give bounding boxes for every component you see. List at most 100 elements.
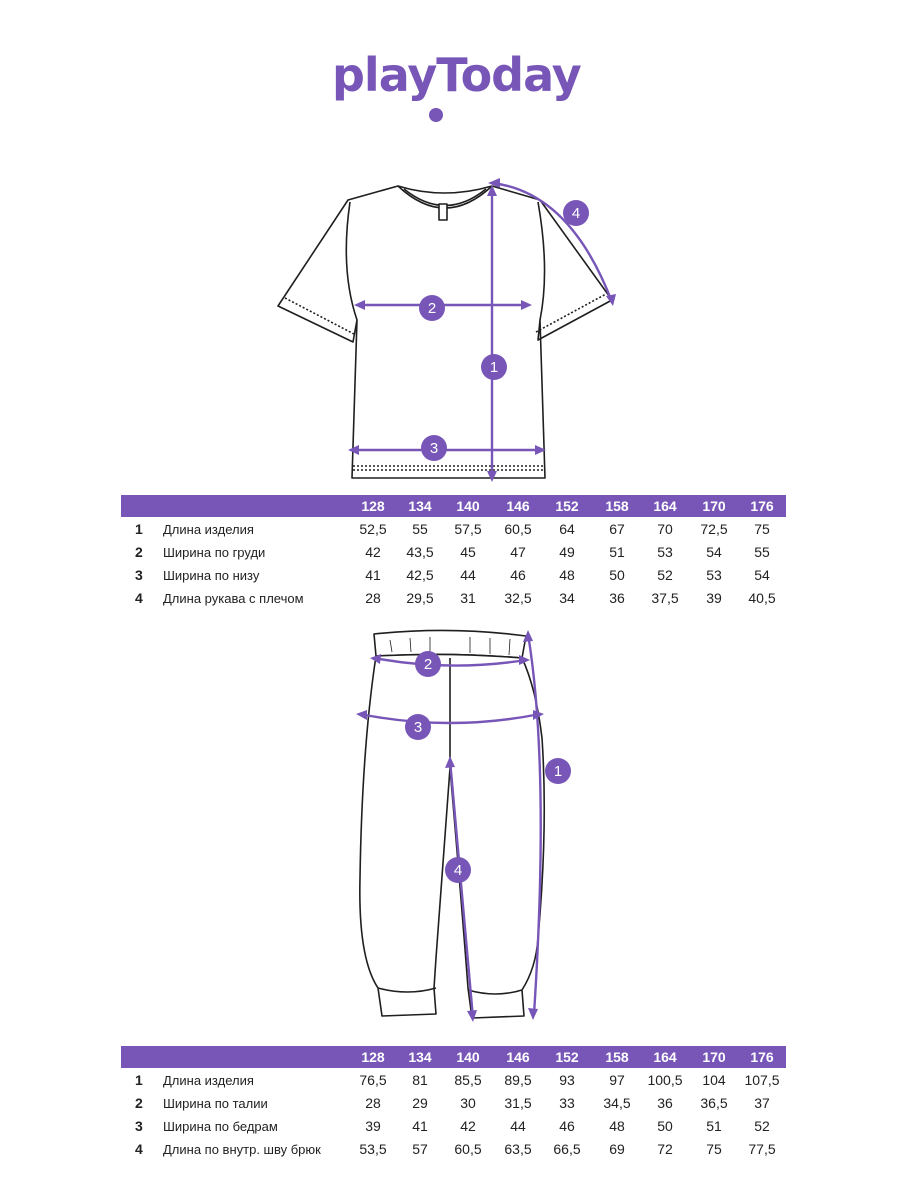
table-cell: 44 — [460, 567, 476, 583]
pants-outline — [359, 653, 546, 1019]
row-number: 4 — [135, 590, 143, 606]
table-cell: 34 — [559, 590, 575, 606]
table-cell: 49 — [559, 544, 575, 560]
pants-markers: 1 2 3 4 — [405, 651, 571, 883]
table-cell: 60,5 — [454, 1141, 482, 1157]
pants-marker-3: 3 — [414, 719, 422, 736]
size-col: 164 — [653, 498, 677, 514]
table-cell: 75 — [754, 521, 770, 537]
table-cell: 36 — [657, 1095, 673, 1111]
table-cell: 52 — [657, 567, 673, 583]
row-number: 3 — [135, 567, 143, 583]
size-col: 158 — [605, 1049, 629, 1065]
table-cell: 37 — [754, 1095, 770, 1111]
table-cell: 57 — [412, 1141, 428, 1157]
table-cell: 41 — [365, 567, 381, 583]
table-cell: 55 — [412, 521, 428, 537]
table-cell: 50 — [609, 567, 625, 583]
table-cell: 28 — [365, 1095, 381, 1111]
table-cell: 100,5 — [647, 1072, 683, 1088]
row-number: 2 — [135, 544, 143, 560]
table-cell: 40,5 — [748, 590, 776, 606]
table-cell: 57,5 — [454, 521, 482, 537]
table-cell: 85,5 — [454, 1072, 482, 1088]
row-label: Длина изделия — [163, 1073, 254, 1088]
tshirt-marker-1: 1 — [490, 359, 498, 376]
row-number: 3 — [135, 1118, 143, 1134]
table-cell: 53 — [706, 567, 722, 583]
table-cell: 46 — [510, 567, 526, 583]
table-cell: 70 — [657, 521, 673, 537]
row-number: 1 — [135, 521, 143, 537]
table-cell: 52,5 — [359, 521, 387, 537]
logo-dot — [429, 108, 443, 122]
table-row: 4 Длина по внутр. шву брюк 53,5 57 60,5 63,5 6… — [121, 1137, 786, 1160]
tshirt-marker-4: 4 — [572, 205, 580, 222]
row-label: Ширина по груди — [163, 545, 266, 560]
size-col: 158 — [605, 498, 629, 514]
pants-svg: 1 2 3 4 — [356, 629, 571, 1022]
tshirt-markers: 1 2 3 4 — [419, 200, 589, 461]
tshirt-size-table: 128 134 140 146 152 158 164 170 176 1 Дли… — [121, 495, 786, 609]
size-col: 140 — [456, 1049, 480, 1065]
size-col: 134 — [408, 1049, 432, 1065]
table-cell: 43,5 — [406, 544, 434, 560]
tshirt-svg: 1 2 3 4 — [277, 178, 616, 482]
row-label: Длина изделия — [163, 522, 254, 537]
table-cell: 52 — [754, 1118, 770, 1134]
table-cell: 47 — [510, 544, 526, 560]
tshirt-outline — [277, 185, 613, 479]
size-col: 152 — [555, 1049, 579, 1065]
size-col: 134 — [408, 498, 432, 514]
table-cell: 37,5 — [651, 590, 679, 606]
pants-marker-4: 4 — [454, 862, 462, 879]
brand-logo: playToday — [332, 52, 582, 127]
table-cell: 104 — [702, 1072, 726, 1088]
row-label: Ширина по низу — [163, 568, 260, 583]
size-col: 128 — [361, 498, 385, 514]
size-col: 170 — [702, 498, 726, 514]
row-number: 2 — [135, 1095, 143, 1111]
table-cell: 45 — [460, 544, 476, 560]
pants-marker-1: 1 — [554, 763, 562, 780]
tshirt-table-header: 128 134 140 146 152 158 164 170 176 — [121, 495, 786, 517]
table-cell: 53 — [657, 544, 673, 560]
table-cell: 48 — [559, 567, 575, 583]
table-cell: 48 — [609, 1118, 625, 1134]
size-col: 146 — [506, 498, 530, 514]
table-cell: 30 — [460, 1095, 476, 1111]
table-cell: 89,5 — [504, 1072, 532, 1088]
table-cell: 50 — [657, 1118, 673, 1134]
table-cell: 42 — [365, 544, 381, 560]
table-cell: 32,5 — [504, 590, 532, 606]
table-row: 3 Ширина по низу 41 42,5 44 46 48 50 52 53 54 — [121, 563, 786, 586]
table-cell: 66,5 — [553, 1141, 581, 1157]
table-cell: 28 — [365, 590, 381, 606]
pants-marker-2: 2 — [424, 656, 432, 673]
table-cell: 53,5 — [359, 1141, 387, 1157]
size-col: 170 — [702, 1049, 726, 1065]
table-cell: 55 — [754, 544, 770, 560]
row-label: Длина по внутр. шву брюк — [163, 1142, 321, 1157]
table-cell: 46 — [559, 1118, 575, 1134]
table-cell: 54 — [754, 567, 770, 583]
size-col: 176 — [750, 1049, 774, 1065]
size-col: 146 — [506, 1049, 530, 1065]
row-number: 4 — [135, 1141, 143, 1157]
table-cell: 33 — [559, 1095, 575, 1111]
table-cell: 63,5 — [504, 1141, 532, 1157]
table-cell: 76,5 — [359, 1072, 387, 1088]
table-cell: 93 — [559, 1072, 575, 1088]
table-cell: 39 — [706, 590, 722, 606]
row-label: Ширина по талии — [163, 1096, 268, 1111]
size-col: 140 — [456, 498, 480, 514]
size-col: 164 — [653, 1049, 677, 1065]
table-cell: 42,5 — [406, 567, 434, 583]
table-cell: 72,5 — [700, 521, 728, 537]
